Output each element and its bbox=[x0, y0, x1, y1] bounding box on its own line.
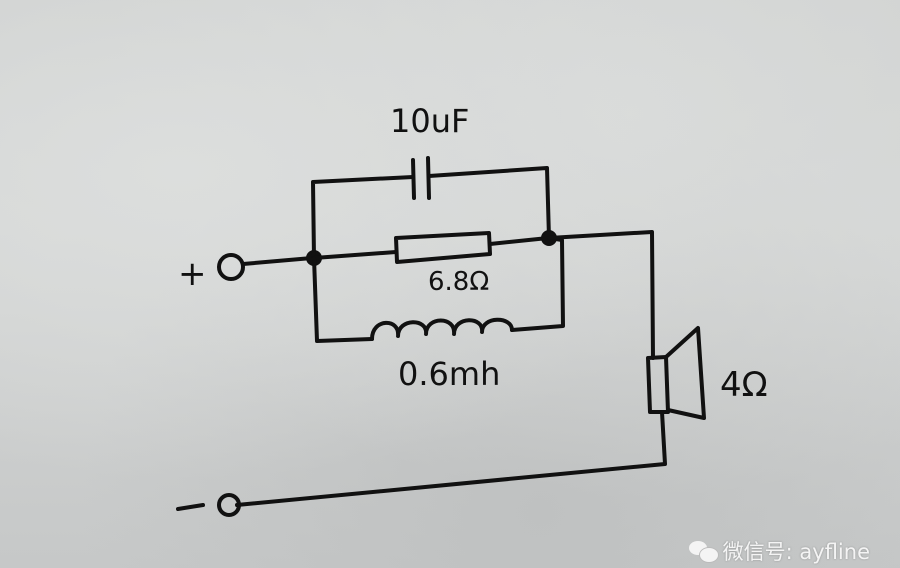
capacitor-label: 10uF bbox=[390, 102, 469, 140]
wire-capacitor-right bbox=[427, 166, 551, 240]
wire-positive-in bbox=[241, 256, 314, 266]
watermark-text: 微信号: ayfline bbox=[722, 540, 870, 564]
wire-inductor-left bbox=[312, 256, 374, 343]
negative-terminal-sign bbox=[176, 503, 205, 511]
watermark: 微信号: ayfline bbox=[688, 536, 870, 566]
wire-capacitor-left bbox=[311, 175, 415, 260]
speaker-cone bbox=[664, 326, 706, 420]
capacitor-plate-left bbox=[411, 158, 416, 200]
resistor-label: 6.8Ω bbox=[428, 267, 489, 297]
negative-terminal bbox=[217, 493, 241, 517]
capacitor-plate-right bbox=[426, 156, 431, 200]
positive-terminal bbox=[217, 253, 245, 281]
speaker-label: 4Ω bbox=[720, 365, 768, 405]
inductor-coil bbox=[370, 317, 514, 341]
speaker-magnet bbox=[646, 355, 670, 414]
wire-to-speaker bbox=[547, 230, 655, 360]
wire-resistor-right bbox=[488, 236, 550, 246]
wire-inductor-right bbox=[510, 236, 565, 332]
wire-resistor-left bbox=[312, 250, 398, 260]
positive-terminal-label: + bbox=[178, 254, 207, 294]
inductor-label: 0.6mh bbox=[398, 355, 500, 393]
wechat-icon bbox=[688, 539, 719, 563]
resistor bbox=[394, 231, 492, 264]
wire-return bbox=[235, 410, 667, 507]
